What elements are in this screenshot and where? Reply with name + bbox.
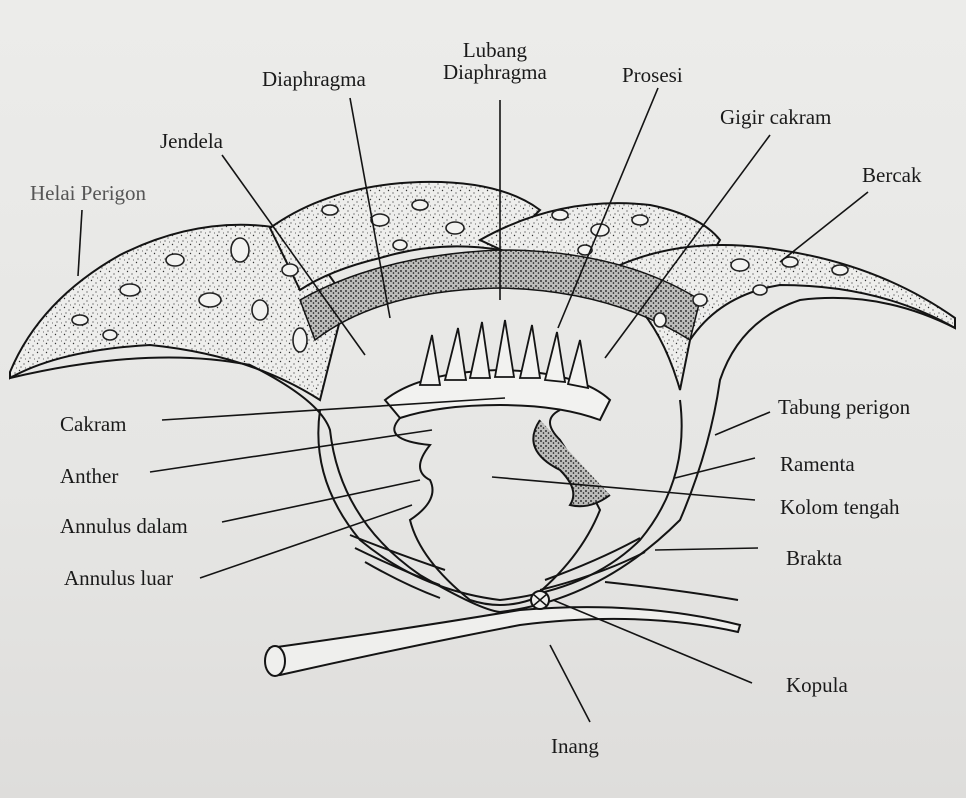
label-annulus-luar: Annulus luar <box>64 566 174 590</box>
label-tabung-perigon: Tabung perigon <box>778 395 911 419</box>
label-lubang-diaphragma-line2: Diaphragma <box>443 60 547 85</box>
label-inang: Inang <box>551 734 599 758</box>
label-gigir-cakram: Gigir cakram <box>720 105 832 129</box>
label-jendela: Jendela <box>160 129 223 153</box>
label-lubang-diaphragma-line1: Lubang <box>462 38 527 62</box>
label-kolom-tengah: Kolom tengah <box>780 495 900 519</box>
label-diaphragma: Diaphragma <box>262 67 366 91</box>
disc-processes <box>418 319 590 390</box>
label-helai-perigon: Helai Perigon <box>30 181 147 205</box>
label-cakram: Cakram <box>60 412 127 436</box>
central-column <box>383 368 612 606</box>
host-stem <box>264 590 742 677</box>
label-annulus-dalam: Annulus dalam <box>60 514 188 538</box>
perigon-blotches <box>71 199 849 353</box>
label-brakta: Brakta <box>786 546 842 570</box>
diaphragm-rim-band <box>299 249 701 342</box>
label-anther: Anther <box>60 464 119 488</box>
leader-lines <box>77 87 869 723</box>
label-prosesi: Prosesi <box>622 63 683 87</box>
label-kopula: Kopula <box>786 673 848 697</box>
label-ramenta: Ramenta <box>780 452 855 476</box>
label-lubang-diaphragma: Lubang Diaphragma <box>443 39 547 83</box>
perigon-tube <box>9 296 956 614</box>
bracts <box>349 534 739 601</box>
label-bercak: Bercak <box>862 163 922 187</box>
right-perigon-lobe <box>619 244 956 391</box>
